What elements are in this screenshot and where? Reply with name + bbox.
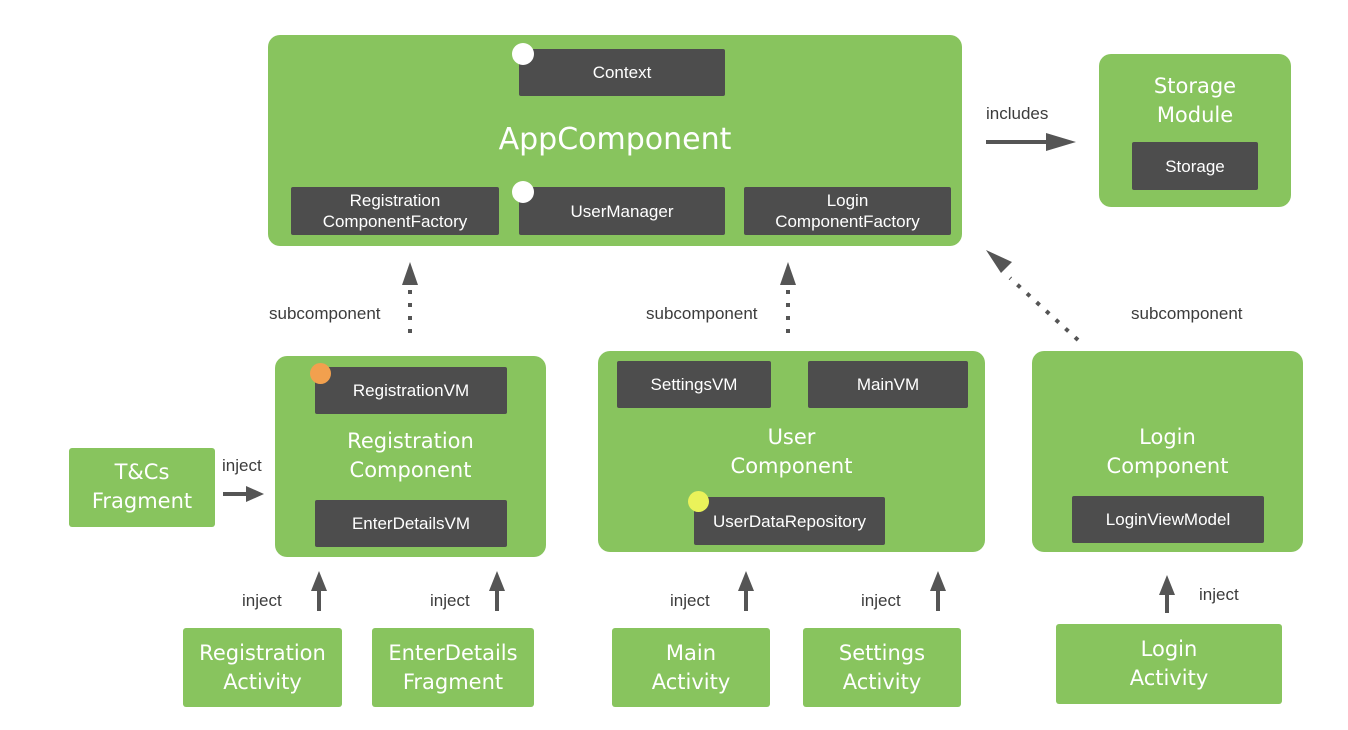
registration-component-title: Registration Component: [347, 429, 474, 482]
main-activity-inject-label: inject: [670, 591, 710, 610]
tcs-fragment-label: T&Cs Fragment: [91, 460, 193, 513]
enter-details-fragment-box: [372, 628, 534, 707]
login-component-title: Login Component: [1106, 425, 1229, 478]
login-view-model-chip: LoginViewModel: [1072, 496, 1264, 543]
tcs-fragment-box: [69, 448, 215, 527]
main-vm-chip: MainVM: [808, 361, 968, 408]
tcs-inject-label: inject: [222, 456, 262, 475]
settings-vm-chip: SettingsVM: [617, 361, 771, 408]
login-activity-inject-arrow: [1159, 575, 1175, 613]
main-activity-box: [612, 628, 770, 707]
registration-subcomponent-arrow: [402, 262, 418, 342]
registration-vm-chip: RegistrationVM: [315, 367, 507, 414]
storage-module-title: Storage Module: [1153, 74, 1237, 127]
context-chip: Context: [519, 49, 725, 96]
user-manager-chip: UserManager: [519, 187, 725, 235]
enter-details-inject-arrow: [489, 571, 505, 611]
registration-activity-label: Registration Activity: [199, 641, 326, 694]
includes-label: includes: [986, 104, 1049, 123]
registration-component-factory-chip: Registration ComponentFactory: [291, 187, 499, 235]
settings-activity-inject-label: inject: [861, 591, 901, 610]
login-activity-box: [1056, 624, 1282, 704]
settings-activity-label: Settings Activity: [838, 641, 926, 694]
settings-activity-inject-arrow: [930, 571, 946, 611]
login-activity-label: Login Activity: [1129, 637, 1209, 690]
user-component-title: User Component: [730, 425, 853, 478]
user-scope-dot: [688, 491, 709, 512]
enter-details-fragment-label: EnterDetails Fragment: [388, 641, 518, 694]
registration-activity-inject-arrow: [311, 571, 327, 611]
enter-details-inject-label: inject: [430, 591, 470, 610]
app-component-title: AppComponent: [498, 122, 732, 157]
login-subcomponent-label: subcomponent: [1131, 304, 1243, 323]
registration-scope-dot: [310, 363, 331, 384]
user-manager-scope-dot: [512, 181, 534, 203]
main-activity-label: Main Activity: [651, 641, 731, 694]
storage-chip: Storage: [1132, 142, 1258, 190]
enter-details-vm-chip: EnterDetailsVM: [315, 500, 507, 547]
user-subcomponent-arrow: [780, 262, 796, 340]
settings-activity-box: [803, 628, 961, 707]
user-subcomponent-label: subcomponent: [646, 304, 758, 323]
tcs-inject-arrow: [223, 486, 264, 502]
login-activity-inject-label: inject: [1199, 585, 1239, 604]
login-subcomponent-arrow: [986, 250, 1080, 342]
login-component-factory-chip: Login ComponentFactory: [744, 187, 951, 235]
registration-activity-box: [183, 628, 342, 707]
registration-subcomponent-label: subcomponent: [269, 304, 381, 323]
registration-activity-inject-label: inject: [242, 591, 282, 610]
includes-arrow: [986, 133, 1076, 151]
user-data-repository-chip: UserDataRepository: [694, 497, 885, 545]
main-activity-inject-arrow: [738, 571, 754, 611]
context-scope-dot: [512, 43, 534, 65]
